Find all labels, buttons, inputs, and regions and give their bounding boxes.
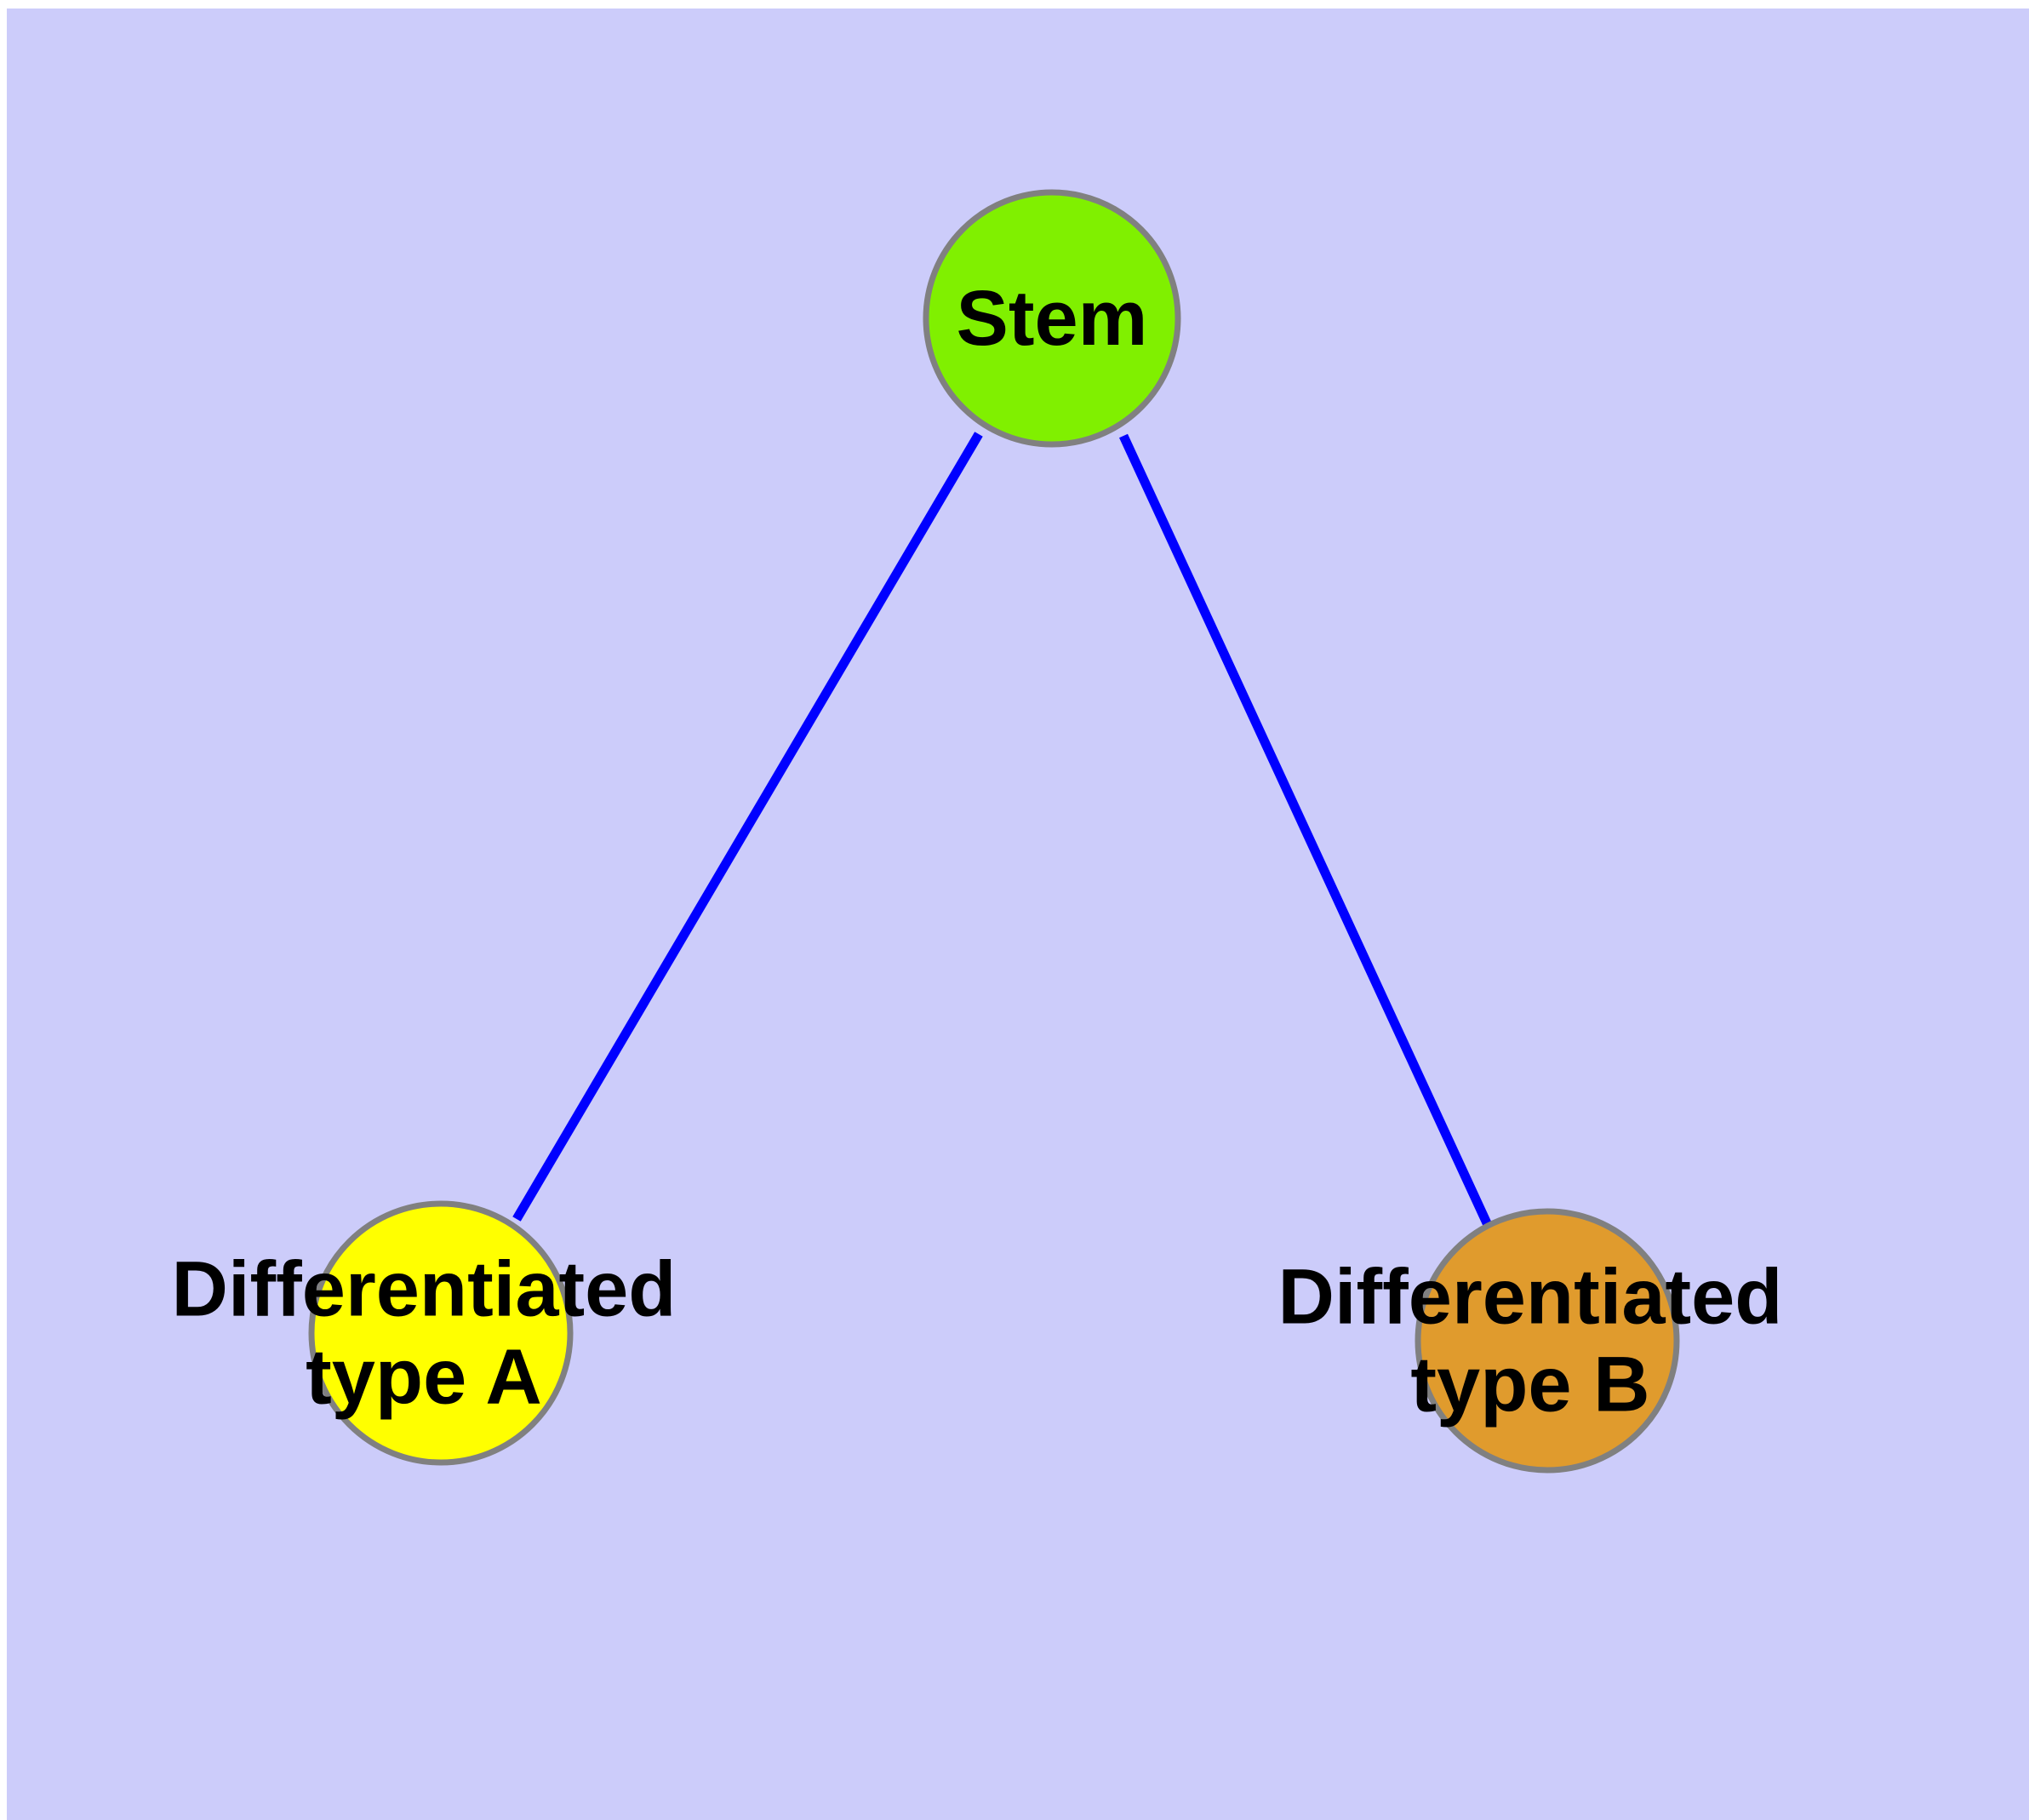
node-label-stem: Stem bbox=[957, 275, 1148, 362]
node-stem[interactable] bbox=[923, 189, 1181, 448]
edge-stem-to-diff-a[interactable] bbox=[512, 432, 983, 1222]
node-label-line: Differentiated bbox=[1278, 1253, 1783, 1340]
node-label-line: Stem bbox=[957, 275, 1148, 362]
edges-layer bbox=[512, 432, 1492, 1228]
node-label-line: Differentiated bbox=[172, 1245, 677, 1332]
node-diff-a[interactable] bbox=[308, 1200, 574, 1466]
nodes-layer bbox=[308, 189, 1680, 1474]
node-label-line: type B bbox=[1410, 1342, 1649, 1428]
node-diff-b[interactable] bbox=[1415, 1208, 1680, 1474]
edge-stem-to-diff-b[interactable] bbox=[1119, 433, 1492, 1228]
node-label-line: type A bbox=[306, 1334, 542, 1421]
